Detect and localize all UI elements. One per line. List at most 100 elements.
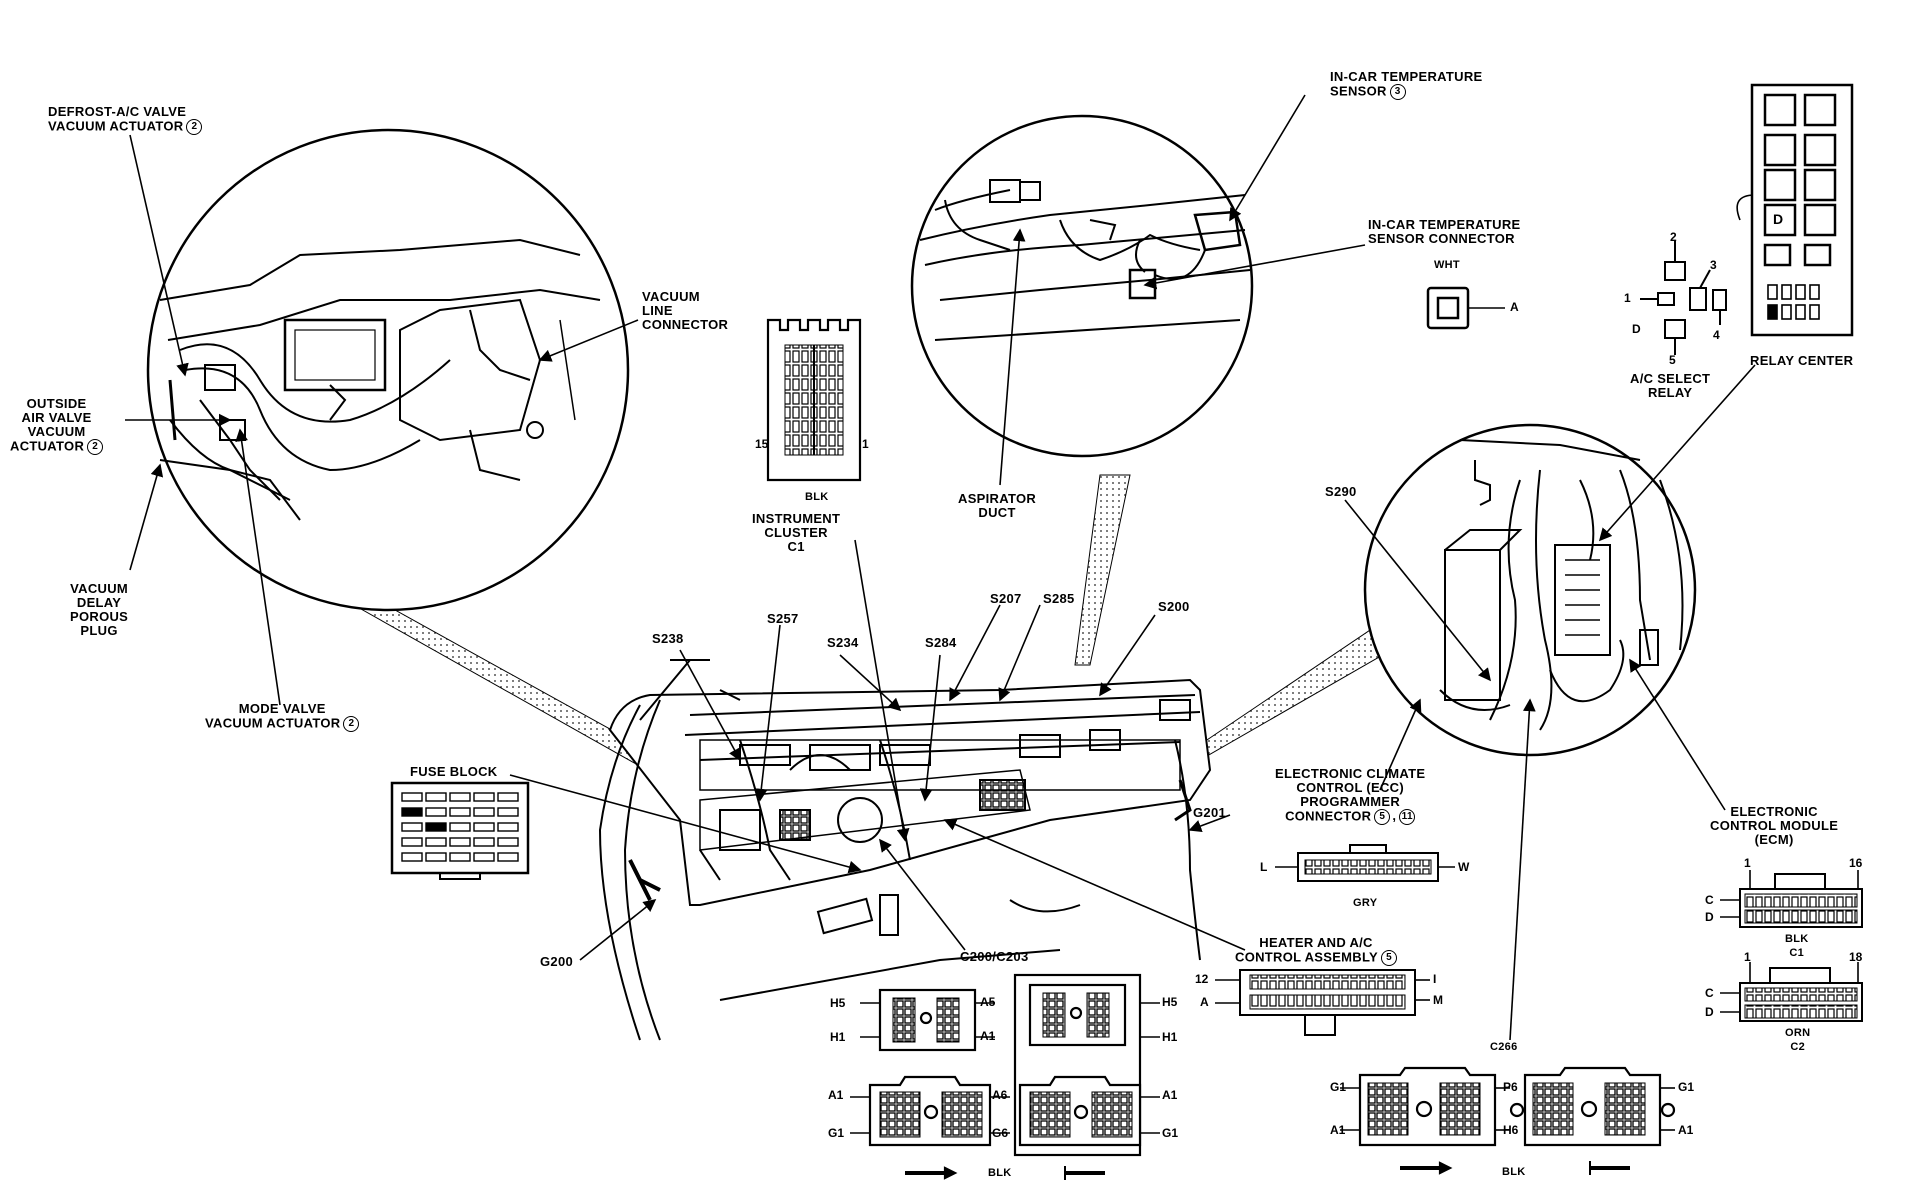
label-ac-select-relay: A/C SELECT RELAY <box>1630 371 1711 400</box>
label-outside-air-text: OUTSIDE AIR VALVE VACUUM ACTUATOR <box>10 396 92 454</box>
pin-heater-12: 12 <box>1195 972 1209 986</box>
pin-relay-2: 2 <box>1670 230 1677 244</box>
label-incar-sensor-connector: IN-CAR TEMPERATURE SENSOR CONNECTOR <box>1368 217 1521 246</box>
pin-ecm2-d: D <box>1705 1005 1714 1019</box>
label-fuse-block: FUSE BLOCK <box>410 764 498 779</box>
label-s285: S285 <box>1043 591 1075 606</box>
callout-ecc-a: 5 <box>1374 809 1391 825</box>
ecc-connector <box>1275 844 1455 882</box>
label-relay-center: RELAY CENTER <box>1750 353 1854 368</box>
label-aspirator-duct: ASPIRATOR DUCT <box>958 491 1037 520</box>
label-s200: S200 <box>1158 599 1190 614</box>
label-s234: S234 <box>827 635 859 650</box>
pin-c203-h1: H1 <box>1162 1030 1178 1044</box>
pin-relay-5: 5 <box>1669 353 1676 367</box>
fuse-block <box>390 781 530 880</box>
label-ecc-gry: GRY <box>1353 897 1378 909</box>
pin-ic-1: 1 <box>862 437 869 451</box>
callout-incar-sensor: 3 <box>1389 84 1406 100</box>
pin-ecm1-c: C <box>1705 893 1714 907</box>
pin-c200b-g1: G1 <box>828 1126 845 1140</box>
pin-c266r-a1: A1 <box>1678 1123 1694 1137</box>
pin-ecm1-16: 16 <box>1849 856 1863 870</box>
pin-c203-h5: H5 <box>1162 995 1178 1009</box>
band-center <box>1074 474 1131 666</box>
label-vacuum-delay-plug: VACUUM DELAY POROUS PLUG <box>70 581 129 638</box>
heater-connector <box>1215 969 1430 1036</box>
callout-mode-valve: 2 <box>343 716 360 732</box>
pin-c266-a1: A1 <box>1330 1123 1346 1137</box>
pin-ecc-w: W <box>1458 860 1470 874</box>
wht-sensor-connector <box>1426 286 1505 330</box>
pin-c203b-a1: A1 <box>1162 1088 1178 1102</box>
right-magnifier <box>1363 423 1697 757</box>
pin-ecm1-1: 1 <box>1744 856 1751 870</box>
pin-heater-i: I <box>1433 972 1437 986</box>
label-ecm-c2: ORN C2 <box>1785 1027 1811 1053</box>
label-s207: S207 <box>990 591 1022 606</box>
label-vacuum-line-connector: VACUUM LINE CONNECTOR <box>642 289 729 332</box>
label-c200-blk: BLK <box>988 1167 1012 1179</box>
pin-heater-a: A <box>1200 995 1209 1009</box>
pin-c266-g1: G1 <box>1330 1080 1347 1094</box>
pin-ecm1-d: D <box>1705 910 1714 924</box>
label-c200-c203: C200/C203 <box>960 949 1029 964</box>
pin-relay-center-d: D <box>1773 211 1784 227</box>
c200-c203-connectors <box>850 973 1160 1180</box>
ecm-connectors <box>1720 870 1863 1022</box>
label-g200: G200 <box>540 954 574 969</box>
pin-heater-m: M <box>1433 993 1443 1007</box>
pin-wht-a: A <box>1510 300 1519 314</box>
pin-ic-15: 15 <box>755 437 769 451</box>
ac-select-relay-pins <box>1640 240 1727 355</box>
pin-ecm2-c: C <box>1705 986 1714 1000</box>
center-magnifier <box>910 114 1254 458</box>
pin-ecc-l: L <box>1260 860 1268 874</box>
label-instrument-cluster: INSTRUMENT CLUSTER C1 <box>752 511 841 554</box>
relay-center-panel <box>1750 83 1854 337</box>
left-magnifier <box>146 128 630 612</box>
leader-lines <box>125 94 1792 1041</box>
label-ecm-c1: BLK C1 <box>1785 933 1809 959</box>
pin-relay-4: 4 <box>1713 328 1720 342</box>
pin-relay-1: 1 <box>1624 291 1631 305</box>
label-s238: S238 <box>652 631 684 646</box>
pin-c200-a5: A5 <box>980 995 996 1009</box>
label-defrost-text: DEFROST-A/C VALVE VACUUM ACTUATOR <box>48 104 187 134</box>
label-ecm: ELECTRONIC CONTROL MODULE (ECM) <box>1710 804 1839 847</box>
pin-ecm2-1: 1 <box>1744 950 1751 964</box>
callout-defrost: 2 <box>186 119 203 135</box>
pin-c266-p6: P6 <box>1503 1080 1518 1094</box>
label-g201: G201 <box>1193 805 1227 820</box>
pin-c266r-g1: G1 <box>1678 1080 1695 1094</box>
pin-c200b-a6: A6 <box>992 1088 1008 1102</box>
pin-c203b-g1: G1 <box>1162 1126 1179 1140</box>
band-right <box>1194 619 1401 761</box>
c266-connectors <box>1340 1066 1676 1175</box>
label-s257: S257 <box>767 611 799 626</box>
label-c266-blk: BLK <box>1502 1166 1526 1178</box>
callout-ecc-b: 11 <box>1399 809 1416 825</box>
label-ic-blk: BLK <box>805 491 829 503</box>
pin-relay-3: 3 <box>1710 258 1717 272</box>
pin-relay-d: D <box>1632 322 1641 336</box>
callout-heater: 5 <box>1381 950 1398 966</box>
label-incar-sensor-text: IN-CAR TEMPERATURE SENSOR <box>1330 69 1483 99</box>
pin-c200-h5: H5 <box>830 996 846 1010</box>
pin-c200-a1: A1 <box>980 1029 996 1043</box>
pin-c266-h6: H6 <box>1503 1123 1519 1137</box>
callout-outside-air: 2 <box>87 439 104 455</box>
label-ecc-text: ELECTRONIC CLIMATE CONTROL (ECC) PROGRAM… <box>1275 766 1426 824</box>
label-c266: C266 <box>1490 1041 1518 1053</box>
label-s290: S290 <box>1325 484 1357 499</box>
dashboard <box>598 659 1212 1041</box>
label-mode-valve-text: MODE VALVE VACUUM ACTUATOR <box>205 701 341 731</box>
label-s284: S284 <box>925 635 957 650</box>
pin-c200-h1: H1 <box>830 1030 846 1044</box>
